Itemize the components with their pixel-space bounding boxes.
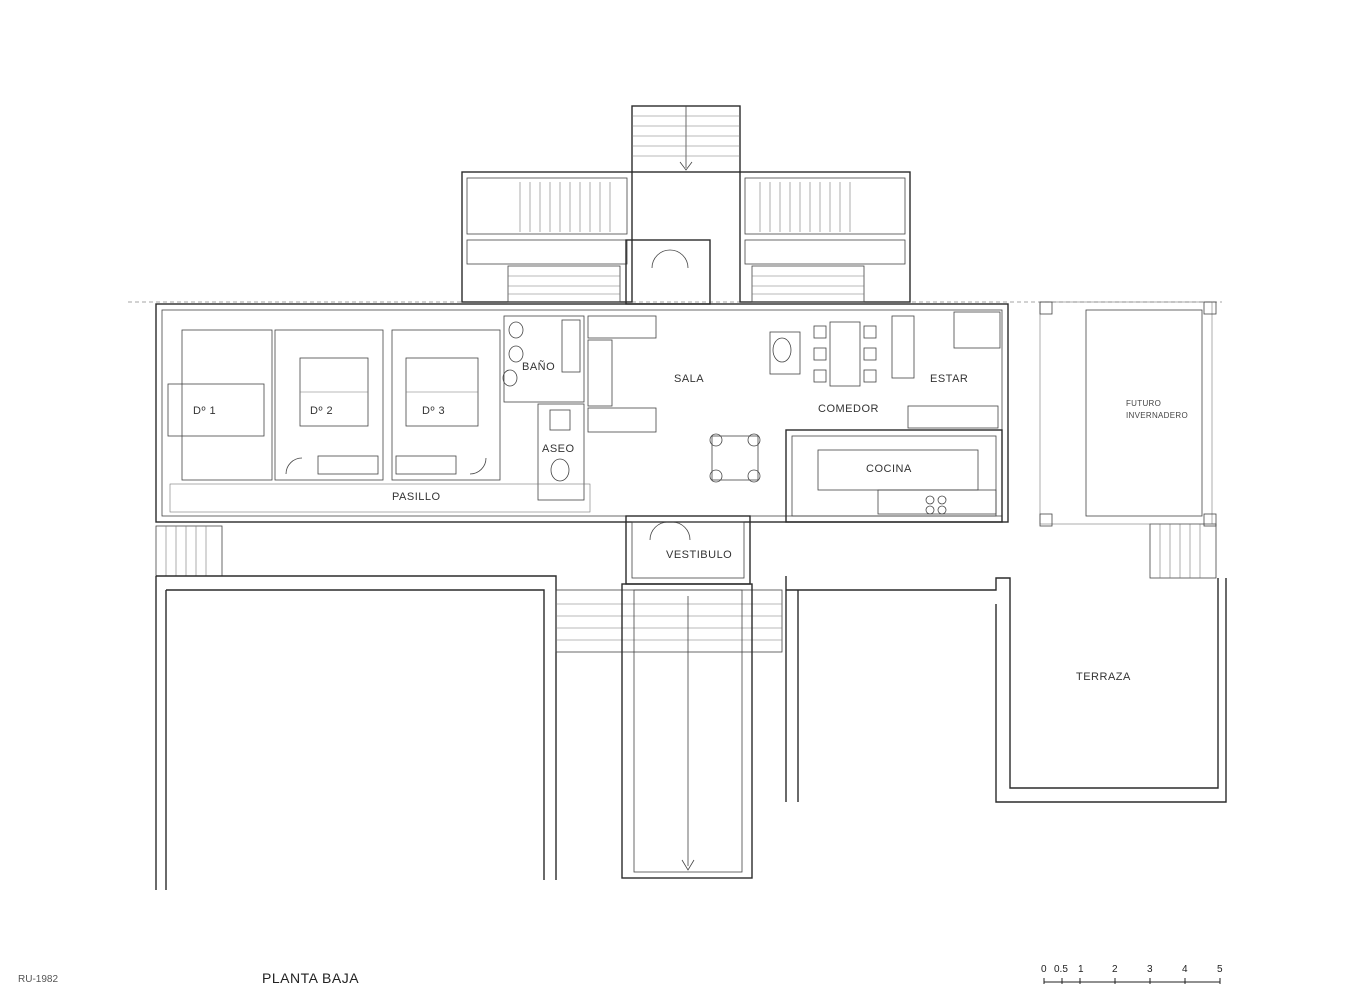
stair-west [155,525,223,577]
front-steps [555,589,783,653]
scale-tick-6: 5 [1217,964,1223,975]
drawing-code: RU-1982 [18,974,59,985]
room-label-pasillo: PASILLO [392,491,441,503]
scale-tick-5: 4 [1182,964,1188,975]
room-label-d1: Dº 1 [193,405,216,417]
room-label-cocina: COCINA [866,463,912,475]
corridor [169,457,591,513]
room-label-aseo: ASEO [542,443,575,455]
rear-wing-right [739,171,911,303]
kitchen [785,429,1003,523]
fireplace [769,331,801,375]
room-label-comedor: COMEDOR [818,403,879,415]
east-yard-wall [785,576,1227,803]
tea-table [709,433,761,483]
bedroom-2 [274,329,384,481]
estar-seating [891,311,1001,429]
room-label-greenhouse-line2: INVERNADERO [1126,411,1188,420]
rear-wing-left [461,171,633,303]
room-label-d3: Dº 3 [422,405,445,417]
scale-tick-0: 0 [1041,964,1047,975]
drawing-title: PLANTA BAJA [262,970,360,986]
room-label-sala: SALA [674,373,704,385]
bathroom [502,315,585,403]
room-label-vestibulo: VESTIBULO [666,549,732,561]
scale-bar: 0 0.5 1 2 3 4 5 [1041,964,1223,984]
dining-table [813,321,877,387]
scale-tick-4: 3 [1147,964,1153,975]
greenhouse [1039,301,1217,527]
room-label-estar: ESTAR [930,373,968,385]
west-yard-wall [155,575,557,890]
main-house [155,239,1009,523]
room-label-greenhouse-line1: FUTURO [1126,399,1161,408]
front-ramp [621,583,753,879]
scale-tick-1: 0.5 [1054,964,1068,975]
stair-east [1149,523,1217,579]
scale-tick-3: 2 [1112,964,1118,975]
toilet-room [537,403,585,501]
room-label-bano: BAÑO [522,360,555,373]
scale-tick-2: 1 [1078,964,1084,975]
room-label-terraza: TERRAZA [1076,671,1131,683]
room-label-d2: Dº 2 [310,405,333,417]
sofa-group [587,315,657,433]
north-stair [631,105,741,173]
bedroom-1 [167,329,273,481]
bedroom-3 [391,329,501,481]
